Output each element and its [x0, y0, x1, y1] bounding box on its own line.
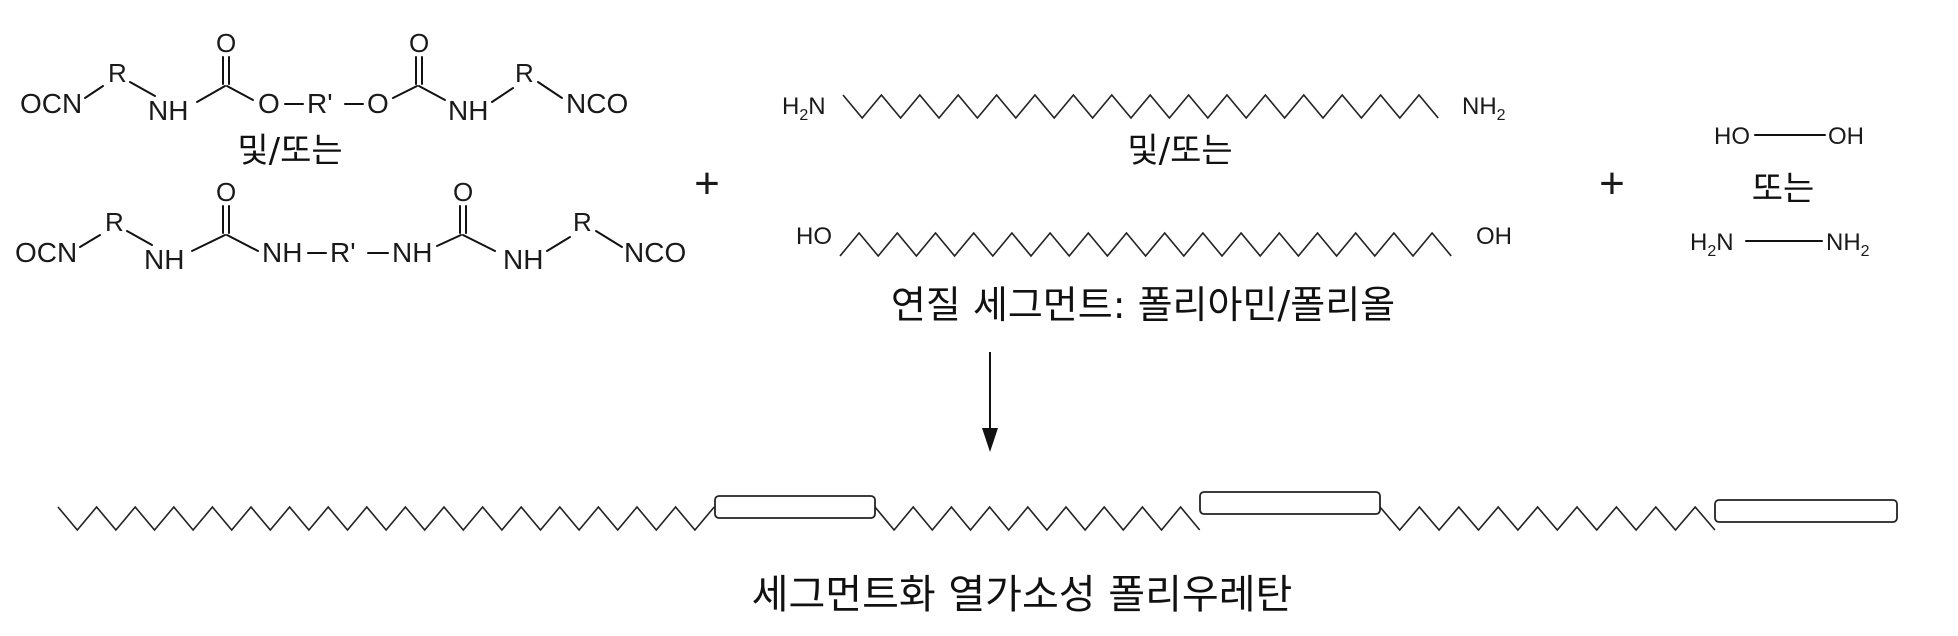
r-prime-label: R'	[330, 237, 356, 268]
soft-segment-chain	[875, 507, 1200, 530]
or-label: 또는	[1752, 169, 1815, 209]
carbonyl-oxygen-label: O	[216, 177, 236, 207]
nh-label: NH	[392, 237, 432, 268]
bond	[192, 235, 225, 251]
carbonyl-oxygen-label: O	[216, 28, 236, 58]
bond	[197, 86, 225, 102]
polyol-chain	[840, 233, 1451, 256]
bond	[227, 235, 258, 251]
bond	[492, 88, 513, 102]
polyamine-structure: H2N NH2	[782, 93, 1506, 124]
bond	[227, 86, 253, 100]
plus-sign: +	[1599, 159, 1625, 208]
hydroxyl-end-label: OH	[1828, 123, 1864, 150]
nh-label: NH	[148, 95, 188, 126]
soft-segment-label: 연질 세그먼트: 폴리아민/폴리올	[891, 283, 1395, 327]
bond	[393, 86, 417, 98]
and-or-label: 및/또는	[1127, 131, 1232, 171]
r-prime-label: R'	[307, 88, 333, 119]
amine-end-label: H2N	[1690, 229, 1734, 260]
arrow-head	[982, 428, 998, 452]
oxygen-label: O	[367, 88, 389, 119]
bond	[596, 231, 622, 247]
diisocyanate-urea-structure: OCN R NH O NH R' NH O NH R NCO	[15, 177, 686, 275]
chain-extender-diol: HO OH	[1714, 123, 1864, 150]
plus-sign: +	[694, 159, 720, 208]
bond	[85, 86, 103, 98]
nh-label: NH	[503, 244, 543, 275]
nh-label: NH	[144, 244, 184, 275]
hydroxyl-end-label: HO	[796, 223, 832, 250]
hydroxyl-end-label: HO	[1714, 123, 1750, 150]
reaction-arrow	[982, 352, 998, 452]
bond	[463, 235, 495, 251]
polyol-structure: HO OH	[796, 223, 1512, 256]
and-or-label: 및/또는	[237, 131, 342, 171]
nco-end-label: NCO	[624, 237, 686, 268]
hard-segment-block	[715, 496, 875, 518]
bond	[437, 235, 461, 246]
oxygen-label: O	[258, 88, 280, 119]
carbonyl-oxygen-label: O	[453, 177, 473, 207]
hard-segment-block	[1200, 492, 1380, 514]
chain-extender-diamine: H2N NH2	[1690, 229, 1870, 260]
nco-end-label: NCO	[566, 88, 628, 119]
bond	[419, 86, 445, 100]
amine-end-label: NH2	[1826, 229, 1870, 260]
carbonyl-oxygen-label: O	[409, 28, 429, 58]
polyamine-chain	[843, 95, 1438, 118]
bond	[538, 82, 562, 98]
hard-segment-block	[1715, 500, 1897, 522]
r-group-label: R	[105, 207, 124, 237]
bond	[547, 237, 570, 251]
ocn-end-label: OCN	[20, 88, 82, 119]
soft-segment-chain	[58, 507, 714, 530]
r-group-label: R	[515, 58, 534, 88]
diisocyanate-urethane-structure: OCN R NH O O R' O O NH R NCO	[20, 28, 628, 126]
bond	[130, 82, 155, 96]
r-group-label: R	[108, 58, 127, 88]
bond	[80, 235, 100, 247]
ocn-end-label: OCN	[15, 237, 77, 268]
nh-label: NH	[448, 95, 488, 126]
nh-label: NH	[262, 237, 302, 268]
hydroxyl-end-label: OH	[1476, 223, 1512, 250]
amine-end-label: H2N	[782, 93, 826, 124]
product-label: 세그먼트화 열가소성 폴리우레탄	[752, 572, 1293, 618]
soft-segment-chain	[1380, 507, 1715, 530]
r-group-label: R	[573, 207, 592, 237]
bond	[127, 231, 152, 245]
amine-end-label: NH2	[1462, 93, 1506, 124]
segmented-polyurethane-structure	[58, 492, 1897, 530]
